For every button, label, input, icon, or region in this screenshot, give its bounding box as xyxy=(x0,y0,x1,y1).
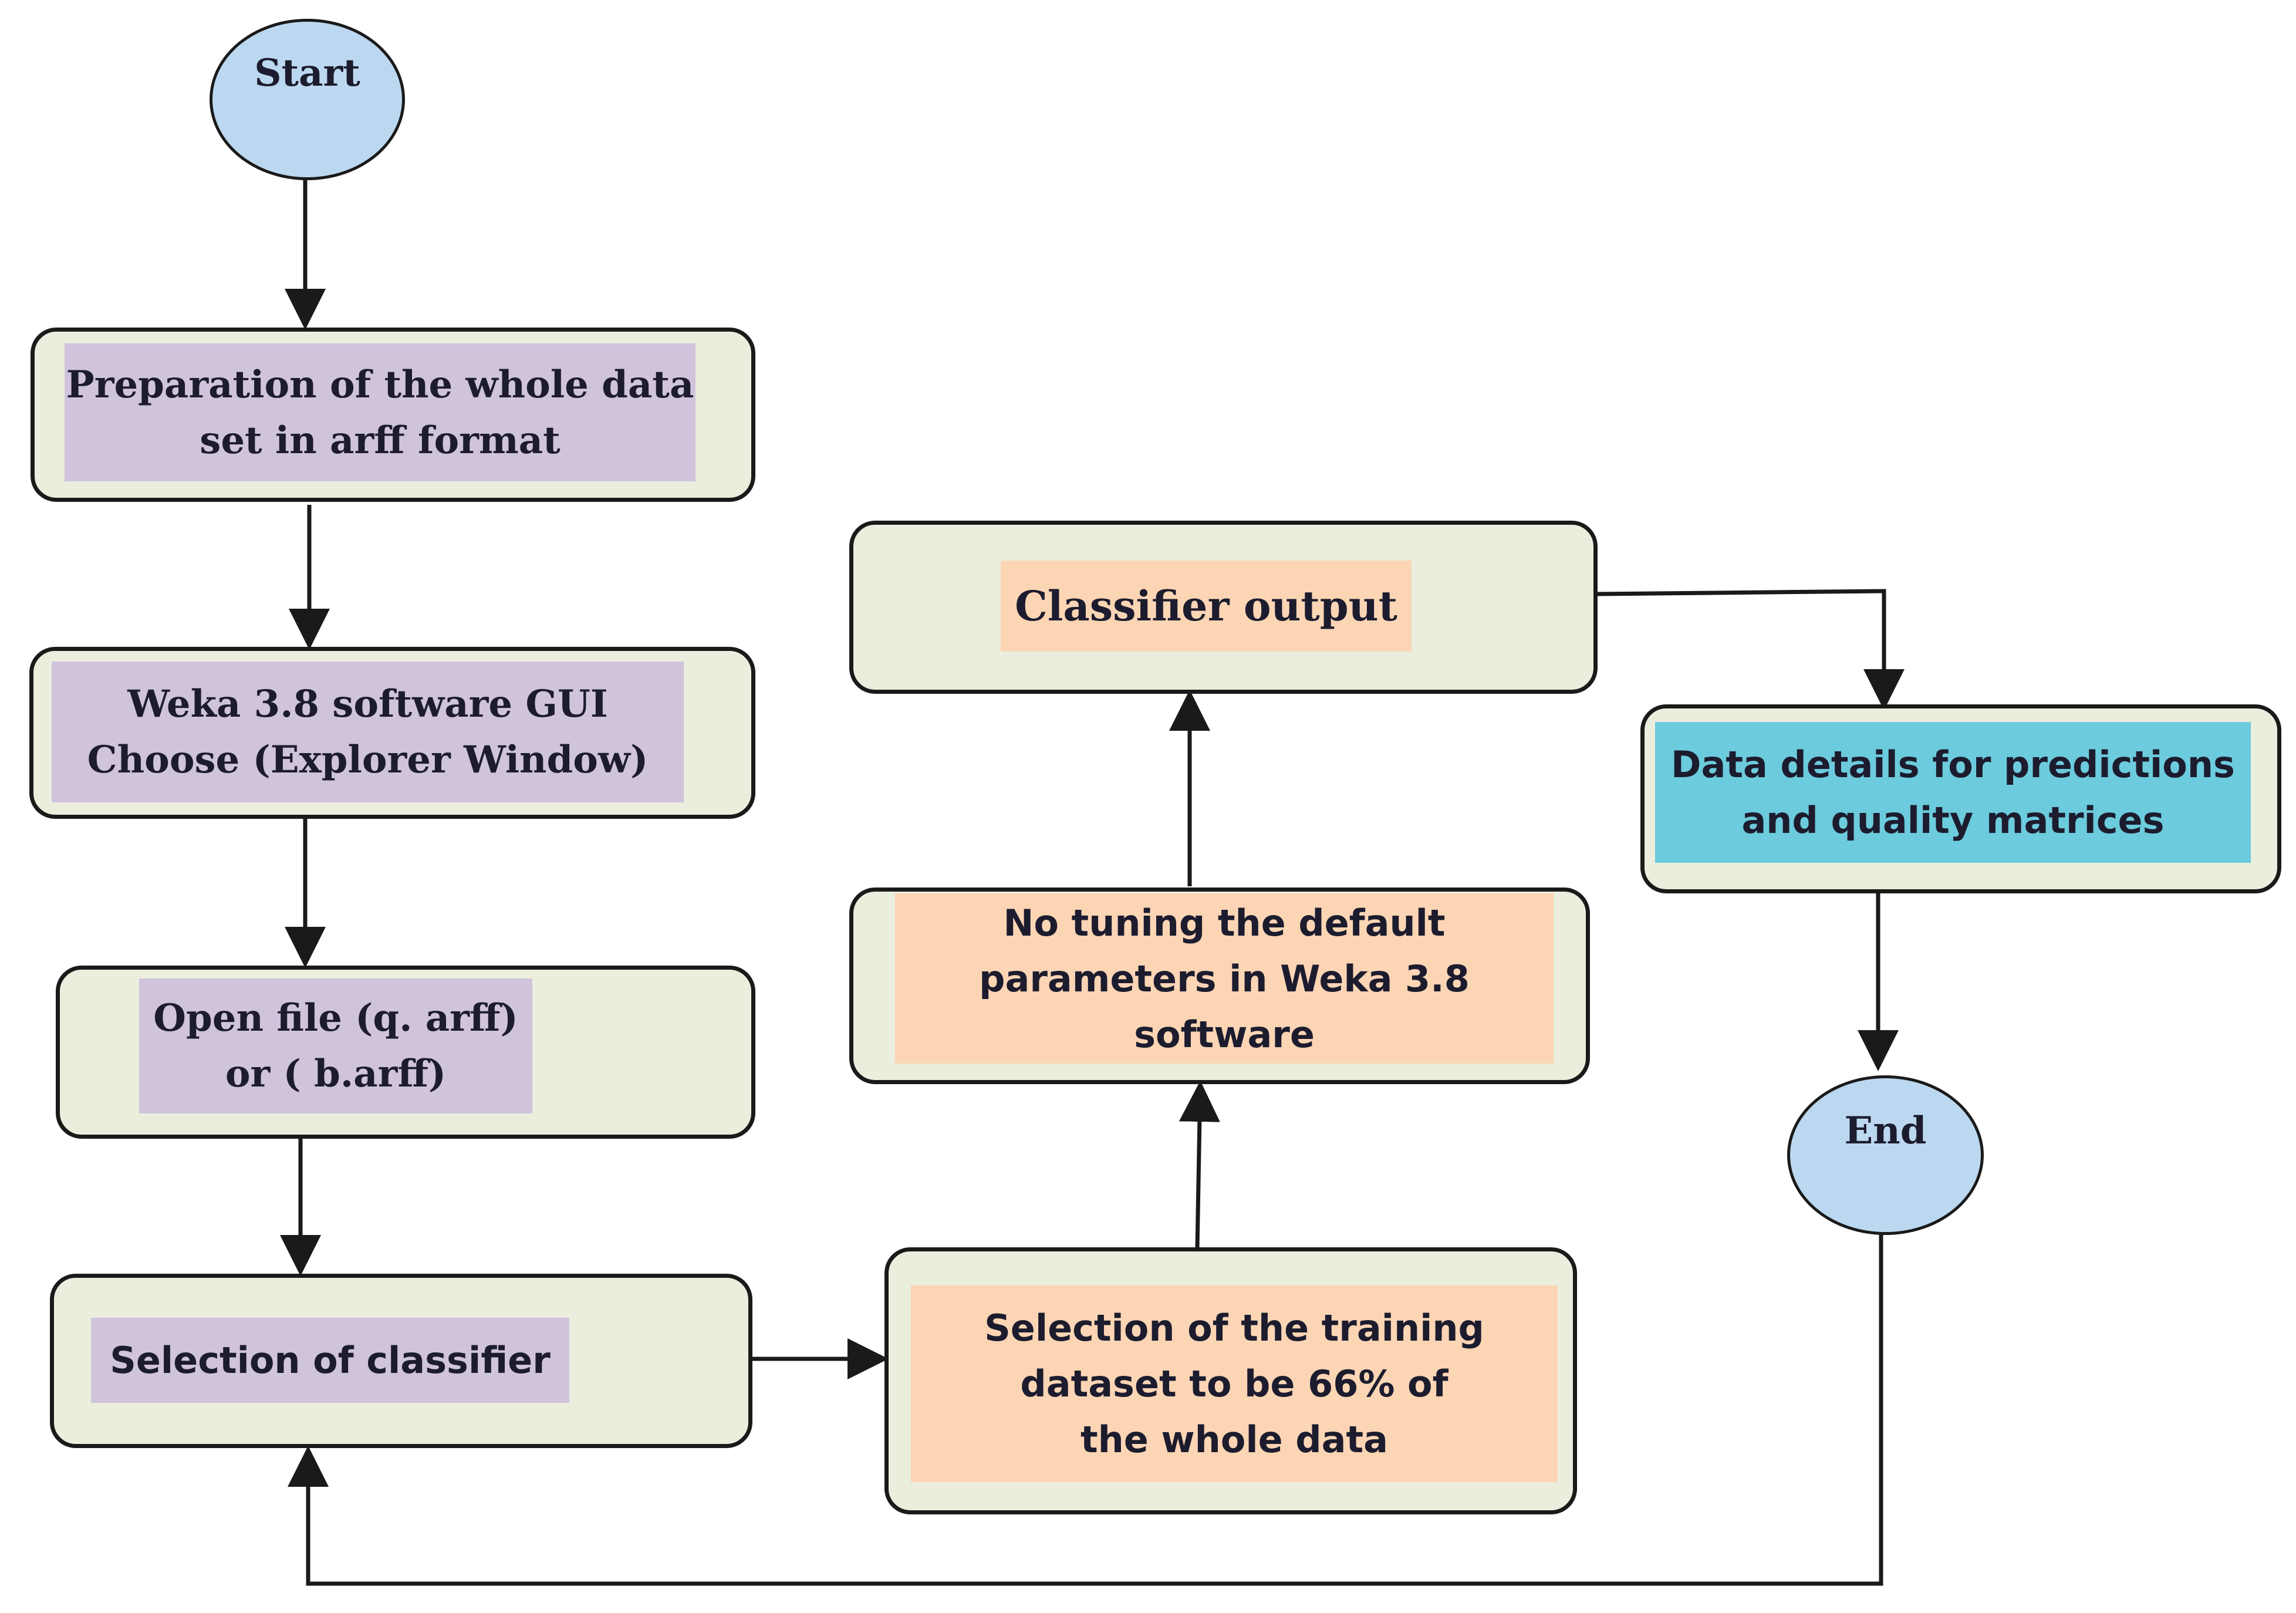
training-dataset-label: Selection of the training dataset to be … xyxy=(911,1285,1558,1482)
loop-end-to-selection xyxy=(288,1234,1883,1586)
data-details-label: Data details for predictions and quality… xyxy=(1655,722,2251,863)
weka-gui-label: Weka 3.8 software GUI Choose (Explorer W… xyxy=(52,662,684,802)
end-terminal: End xyxy=(1787,1075,1984,1235)
end-label: End xyxy=(1844,1109,1927,1153)
classifier-output-label: Classifier output xyxy=(1001,561,1412,652)
start-terminal: Start xyxy=(210,19,405,180)
start-label: Start xyxy=(254,51,360,95)
arrow-training-to-tuning xyxy=(1179,1081,1220,1248)
selection-classifier-label: Selection of classifier xyxy=(91,1318,569,1403)
prepare-data-label: Preparation of the whole data set in arf… xyxy=(65,343,695,481)
default-parameters-label: No tuning the default parameters in Weka… xyxy=(895,893,1554,1064)
arrow-output-to-details xyxy=(1596,589,1905,710)
open-file-label: Open file (q. arff) or ( b.arff) xyxy=(139,978,532,1113)
